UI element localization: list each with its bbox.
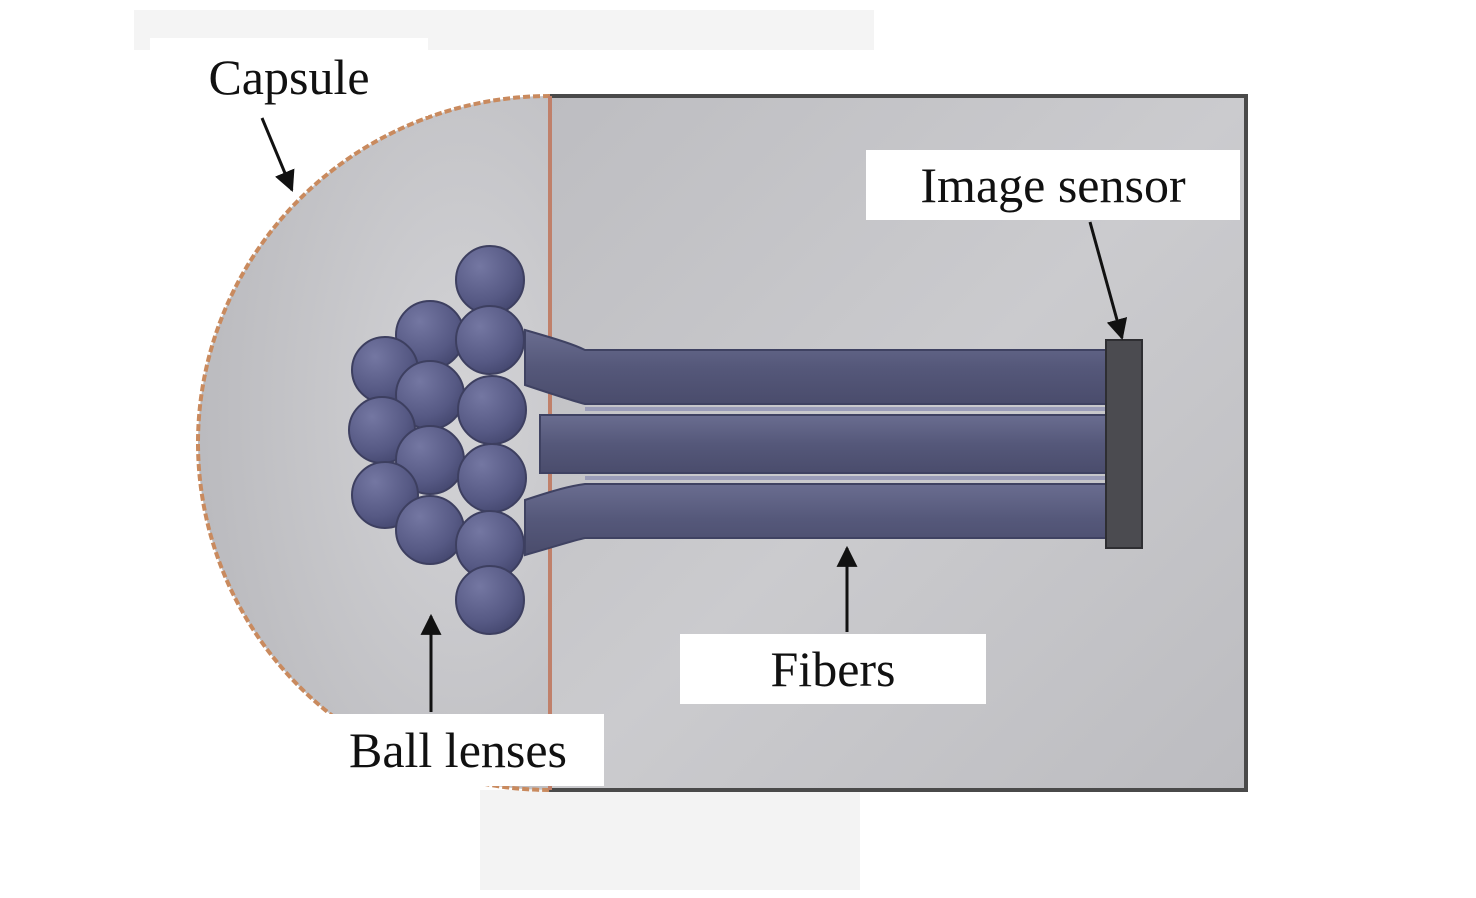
image-sensor-label: Image sensor <box>866 150 1240 220</box>
ball-lens <box>455 305 525 375</box>
image-sensor-arrow <box>1088 221 1128 341</box>
ball-lens <box>457 443 527 513</box>
backdrop-shadow-bottom <box>480 790 860 890</box>
fiber-middle <box>539 414 1107 474</box>
ball-lens-cluster <box>348 245 527 635</box>
ball-lens <box>455 565 525 635</box>
image-sensor <box>1105 339 1143 549</box>
fiber-bundle <box>524 328 1107 557</box>
ball-lens <box>395 495 465 565</box>
capsule-label: Capsule <box>150 38 428 116</box>
capsule-arrow <box>260 117 295 192</box>
ball-lens <box>457 375 527 445</box>
ball-lens <box>455 245 525 315</box>
ball-lenses-label: Ball lenses <box>312 714 604 786</box>
fibers-label: Fibers <box>680 634 986 704</box>
